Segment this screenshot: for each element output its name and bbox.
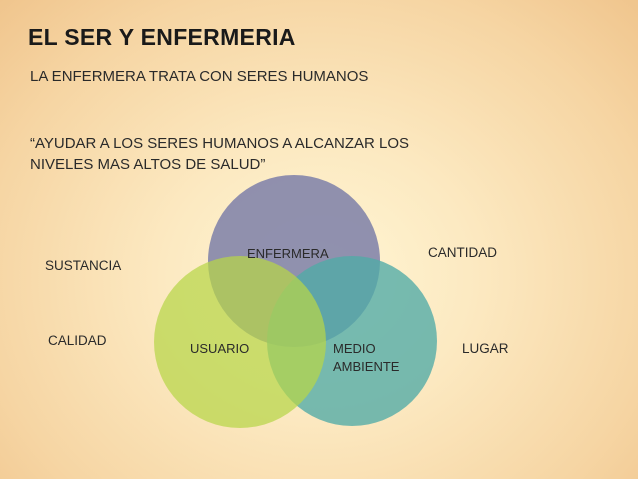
side-label-cantidad: CANTIDAD xyxy=(428,245,498,260)
slide-subtitle: LA ENFERMERA TRATA CON SERES HUMANOS xyxy=(30,68,369,85)
side-label-sustancia: SUSTANCIA xyxy=(45,258,122,273)
quote-text: “AYUDAR A LOS SERES HUMANOS A ALCANZAR L… xyxy=(30,133,409,175)
label-usuario: USUARIO xyxy=(190,341,250,356)
label-medio: MEDIO xyxy=(333,341,376,356)
quote-line-2: NIVELES MAS ALTOS DE SALUD” xyxy=(30,156,266,173)
label-ambiente: AMBIENTE xyxy=(333,359,400,374)
circle-usuario xyxy=(154,256,326,428)
quote-line-1: “AYUDAR A LOS SERES HUMANOS A ALCANZAR L… xyxy=(30,135,410,152)
side-label-lugar: LUGAR xyxy=(462,341,509,356)
slide-title: EL SER Y ENFERMERIA xyxy=(28,24,296,50)
side-label-calidad: CALIDAD xyxy=(48,333,107,348)
label-enfermera: ENFERMERA xyxy=(247,246,329,261)
